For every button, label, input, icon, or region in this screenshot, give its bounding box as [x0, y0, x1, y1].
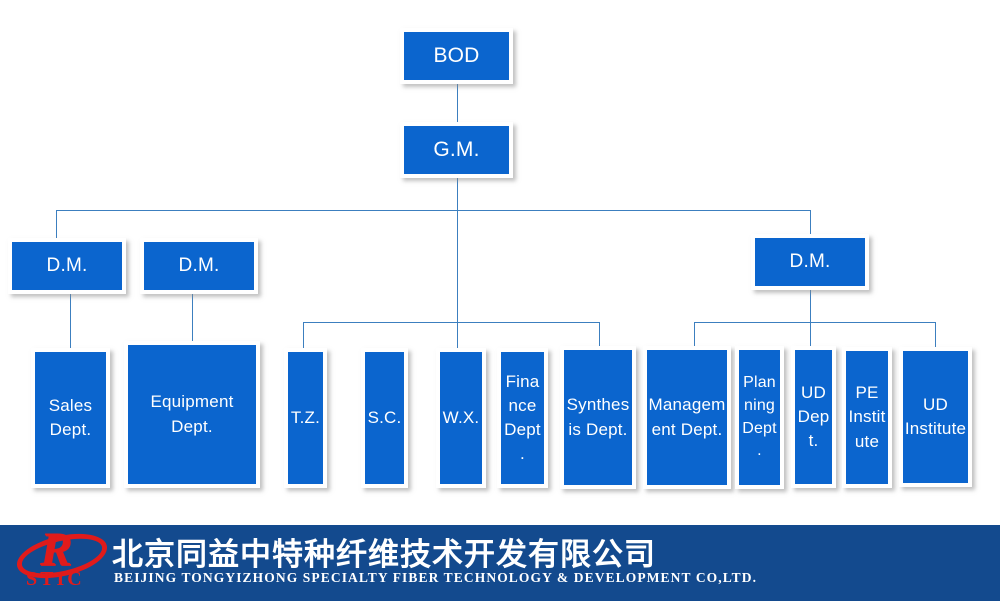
- node-ud-dept-label: UD Dept.: [797, 382, 830, 451]
- node-sales-dept-label: Sales Dept.: [48, 395, 93, 439]
- company-footer-banner: R STIC 北京同益中特种纤维技术开发有限公司 BEIJING TONGYIZ…: [0, 525, 1000, 601]
- connector-center-to-tz: [303, 322, 304, 348]
- connector-center-to-synthesis: [599, 322, 600, 346]
- node-planning-dept[interactable]: Planning Dept.: [735, 346, 784, 489]
- node-dm-sales[interactable]: D.M.: [8, 238, 126, 294]
- node-bod-label: BOD: [433, 44, 480, 68]
- node-bod[interactable]: BOD: [400, 28, 513, 84]
- node-ud-dept[interactable]: UD Dept.: [791, 346, 836, 488]
- logo-stic-text: STIC: [26, 568, 85, 590]
- node-tz[interactable]: T.Z.: [284, 348, 327, 488]
- node-tz-label: T.Z.: [290, 407, 321, 427]
- connector-dm2-to-equipment: [192, 294, 193, 341]
- node-pe-institute[interactable]: PE Institute: [842, 347, 892, 488]
- company-name-english: BEIJING TONGYIZHONG SPECIALTY FIBER TECH…: [114, 570, 758, 585]
- node-sales-dept[interactable]: Sales Dept.: [31, 348, 110, 488]
- node-dm-equipment[interactable]: D.M.: [140, 238, 258, 294]
- node-wx[interactable]: W.X.: [436, 348, 486, 488]
- node-equipment-dept-label: Equipment Dept.: [150, 392, 234, 436]
- connector-gm-to-dm3: [810, 210, 811, 234]
- connector-right-to-management: [694, 322, 695, 346]
- connector-center-bus: [303, 322, 600, 323]
- node-dm-right[interactable]: D.M.: [751, 234, 869, 290]
- node-planning-dept-label: Planning Dept.: [742, 374, 777, 460]
- node-dm-equipment-label: D.M.: [178, 254, 220, 276]
- node-ud-institute-label: UD Institute: [904, 394, 967, 438]
- node-dm-sales-label: D.M.: [46, 254, 88, 276]
- node-finance-dept-label: Finance Dept.: [504, 371, 541, 464]
- company-logo: R STIC: [12, 526, 112, 596]
- connector-bod-to-gm: [457, 84, 458, 122]
- node-finance-dept[interactable]: Finance Dept.: [497, 348, 548, 488]
- connector-right-bus: [694, 322, 936, 323]
- connector-gm-bus: [56, 210, 810, 211]
- node-equipment-dept[interactable]: Equipment Dept.: [124, 341, 260, 488]
- node-ud-institute[interactable]: UD Institute: [899, 347, 972, 487]
- connector-dm1-to-sales: [70, 294, 71, 348]
- company-name-chinese: 北京同益中特种纤维技术开发有限公司: [112, 537, 656, 573]
- connector-dm3-stem: [810, 290, 811, 346]
- node-sc[interactable]: S.C.: [361, 348, 408, 488]
- connector-right-to-ud-institute: [935, 322, 936, 347]
- node-dm-right-label: D.M.: [789, 250, 831, 272]
- node-sc-label: S.C.: [367, 407, 402, 427]
- node-pe-institute-label: PE Institute: [848, 383, 886, 451]
- connector-gm-to-dm1: [56, 210, 57, 238]
- node-synthesis-dept-label: Synthesis Dept.: [566, 395, 630, 439]
- connector-gm-stem: [457, 178, 458, 348]
- node-wx-label: W.X.: [442, 407, 480, 427]
- node-management-dept-label: Management Dept.: [648, 395, 726, 439]
- node-gm-label: G.M.: [433, 138, 480, 162]
- node-management-dept[interactable]: Management Dept.: [643, 346, 731, 489]
- node-gm[interactable]: G.M.: [400, 122, 513, 178]
- logo-letter-r: R: [40, 525, 73, 576]
- node-synthesis-dept[interactable]: Synthesis Dept.: [560, 346, 636, 489]
